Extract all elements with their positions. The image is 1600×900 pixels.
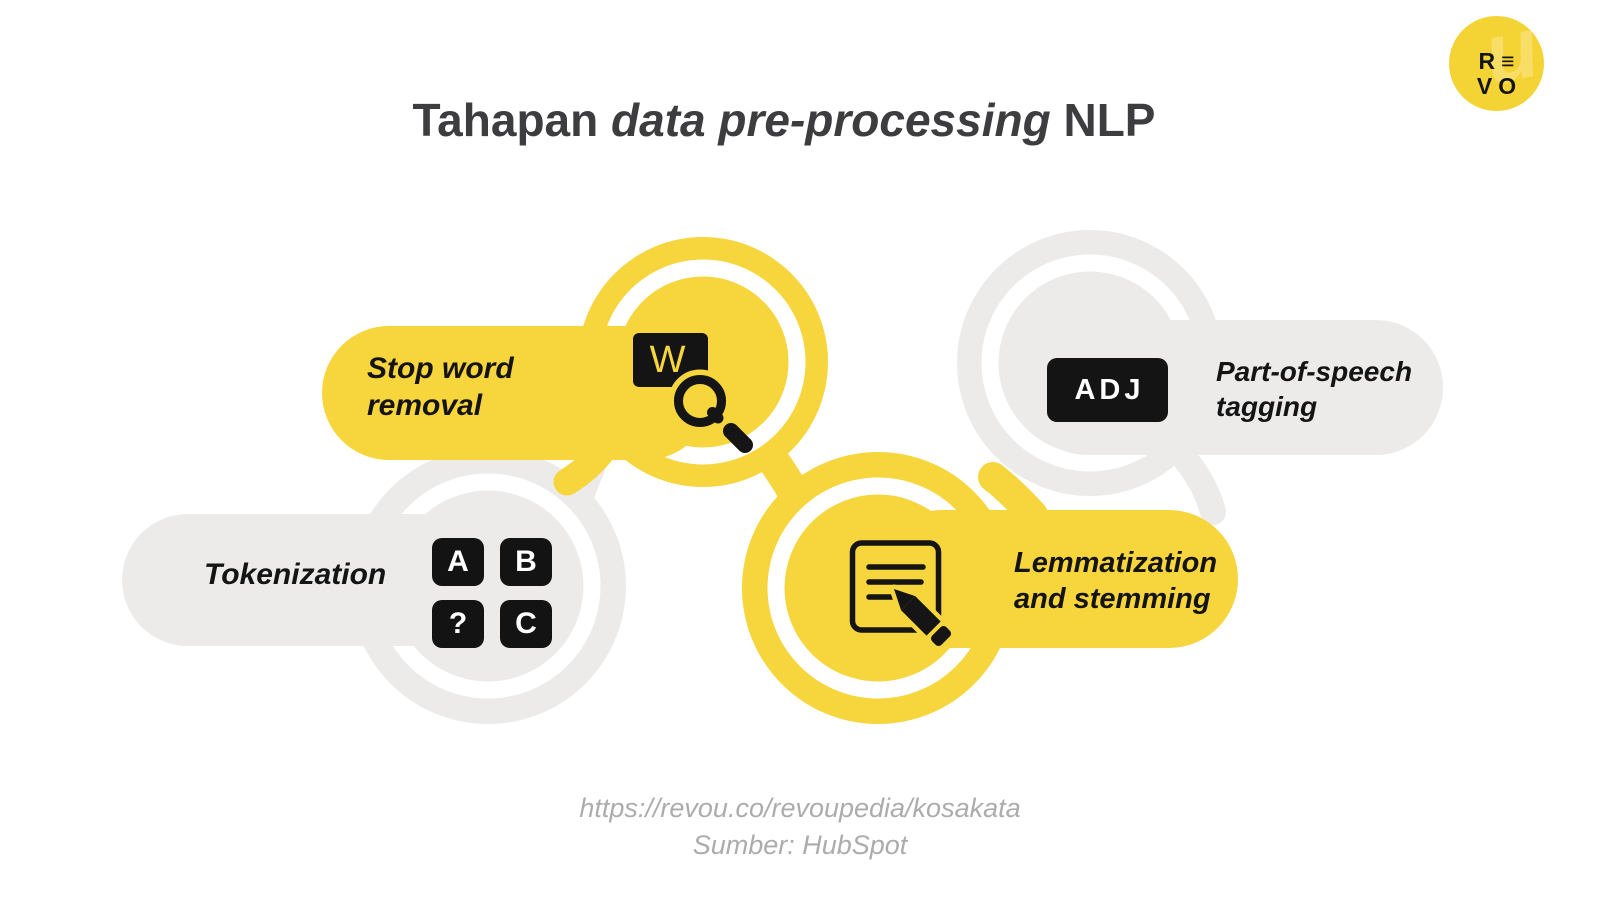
title-prefix: Tahapan — [412, 94, 612, 146]
document-outline — [849, 540, 942, 633]
stage-label-line: Lemmatization — [1014, 547, 1218, 579]
tile-question: ? — [432, 600, 484, 648]
stage-label-line: Stop word — [367, 352, 514, 385]
title-suffix: NLP — [1050, 94, 1156, 146]
magnifier-neck — [707, 407, 724, 424]
tile-a: A — [432, 538, 484, 586]
logo-letters: R≡ VO — [1449, 49, 1544, 99]
stage-blob-tokenization — [122, 448, 626, 724]
stage-label-stop-word: Stop word removal — [367, 350, 514, 424]
stage-label-line: tagging — [1216, 391, 1318, 422]
stage-label-line: Part-of-speech — [1216, 356, 1413, 387]
pos-tag-text: ADJ — [1074, 373, 1145, 406]
stage-label-tokenization: Tokenization — [204, 556, 386, 593]
source-url: https://revou.co/revoupedia/kosakata — [579, 793, 1021, 823]
pencil-ink — [894, 589, 952, 647]
stage-pill — [122, 514, 500, 646]
pos-tag-icon: ADJ — [1047, 358, 1168, 422]
connector-stub — [1173, 447, 1226, 525]
stage-label-line: Tokenization — [204, 558, 387, 591]
footer: https://revou.co/revoupedia/kosakata Sum… — [0, 790, 1600, 864]
letter-tiles-icon: A B ? C — [432, 538, 553, 648]
stage-label-lemmatization: Lemmatization and stemming — [1014, 545, 1217, 617]
stage-label-pos-tagging: Part-of-speech tagging — [1216, 354, 1412, 424]
page-title: Tahapan data pre-processing NLP — [0, 92, 1584, 148]
stage-label-line: and stemming — [1014, 583, 1211, 615]
stage-blob-lemmatization — [742, 452, 1238, 724]
tile-b: B — [500, 538, 552, 586]
search-icon — [668, 369, 753, 453]
connector-stub — [978, 462, 1048, 530]
tile-c: C — [500, 600, 552, 648]
stage-pill — [872, 510, 1238, 648]
stage-pill — [322, 326, 712, 460]
magnifier-ring — [674, 375, 726, 427]
logo-row-2: VO — [1476, 73, 1523, 99]
revou-logo: u R≡ VO — [1449, 16, 1544, 111]
magnifier-handle — [723, 423, 753, 453]
pencil-glyph — [889, 584, 956, 651]
stage-label-line: removal — [367, 389, 483, 422]
source-credit: Sumber: HubSpot — [692, 830, 908, 860]
word-search-icon-letter: W — [649, 339, 686, 381]
title-emphasis: data pre-processing — [611, 94, 1051, 146]
document-pencil-icon — [849, 540, 956, 651]
logo-row-1: R≡ — [1478, 48, 1521, 74]
